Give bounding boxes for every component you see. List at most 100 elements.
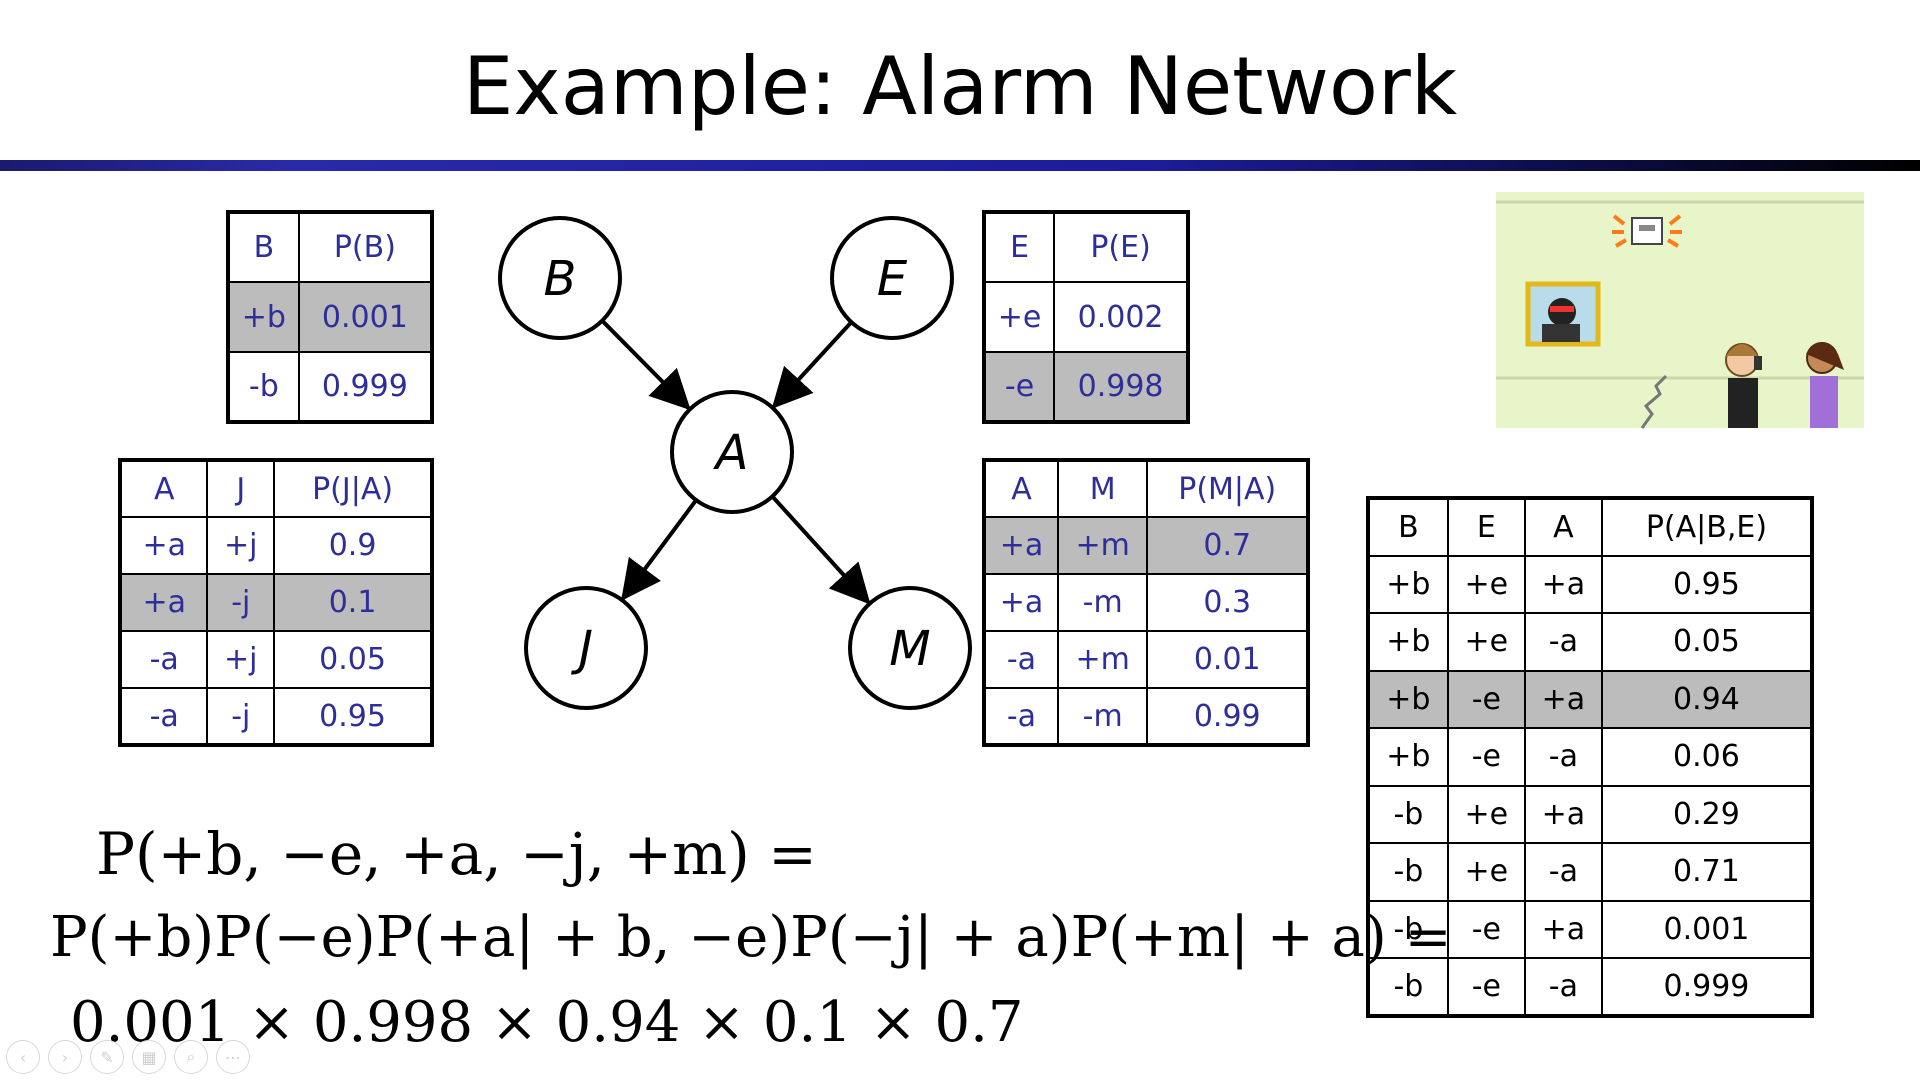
table-cell: -e (982, 351, 1056, 423)
slides-icon[interactable]: ▦ (132, 1040, 166, 1074)
table-cell: 0.999 (297, 351, 434, 423)
table-cell: -e (1446, 957, 1526, 1017)
table-cell: +m (1056, 630, 1149, 689)
node-label: M (889, 621, 930, 677)
table-cell: 0.7 (1146, 516, 1309, 575)
table-cell: +j (206, 630, 276, 689)
table-cell: -b (227, 351, 300, 423)
person-2 (1806, 342, 1844, 428)
node-m: M (848, 586, 972, 710)
table-cell: 0.999 (1600, 957, 1814, 1017)
table-cell: +a (1523, 669, 1603, 729)
table-header-cell: P(M|A) (1146, 459, 1309, 518)
alarm-illustration (1496, 192, 1864, 429)
table-cell: 0.99 (1146, 687, 1309, 746)
prev-icon[interactable]: ‹ (6, 1040, 40, 1074)
table-cell: 0.9 (273, 516, 433, 575)
table-header-cell: P(J|A) (273, 459, 433, 518)
table-cell: -b (1367, 957, 1449, 1017)
table-cell: 0.01 (1146, 630, 1309, 689)
table-cell: -m (1056, 573, 1149, 632)
table-cell: +e (1446, 784, 1526, 844)
window-burglar (1525, 281, 1601, 347)
edge-a-j (621, 498, 698, 601)
more-icon[interactable]: ⋯ (216, 1040, 250, 1074)
table-header-cell: B (1367, 497, 1449, 557)
table-cell: +e (1446, 612, 1526, 672)
node-label: E (877, 251, 908, 307)
table-cell: -b (1367, 842, 1449, 902)
table-cell: 0.95 (273, 687, 433, 746)
table-header-cell: E (1446, 497, 1526, 557)
floor-crack (1640, 374, 1668, 429)
table-header-cell: A (118, 459, 209, 518)
table-cell: +b (1367, 612, 1449, 672)
table-cell: +e (982, 281, 1056, 353)
edge-e-a (771, 320, 853, 409)
table-cell: +b (227, 281, 300, 353)
edge-a-m (770, 495, 871, 605)
table-cell: -j (206, 687, 276, 746)
zoom-icon[interactable]: ⌕ (174, 1040, 208, 1074)
table-header-cell: E (982, 211, 1056, 283)
formula-line-2: P(+b)P(−e)P(+a| + b, −e)P(−j| + a)P(+m| … (50, 905, 1452, 970)
table-cell: +e (1446, 554, 1526, 614)
table-cell: -m (1056, 687, 1149, 746)
table-cell: +b (1367, 727, 1449, 787)
table-header-cell: P(E) (1053, 211, 1189, 283)
table-cell: -b (1367, 899, 1449, 959)
slide-title: Example: Alarm Network (462, 40, 1458, 133)
table-cell: +a (118, 516, 209, 575)
node-e: E (830, 216, 954, 340)
presentation-toolbar: ‹ › ✎ ▦ ⌕ ⋯ (6, 1040, 250, 1076)
table-cell: -e (1446, 727, 1526, 787)
table-cell: +j (206, 516, 276, 575)
table-cell: 0.05 (1600, 612, 1814, 672)
table-cell: -e (1446, 669, 1526, 729)
title-rule (0, 160, 1920, 171)
alarm-icon (1612, 214, 1682, 248)
table-cell: -a (983, 687, 1059, 746)
table-cell: -b (1367, 784, 1449, 844)
table-cell: +b (1367, 554, 1449, 614)
table-cell: 0.998 (1053, 351, 1189, 423)
table-cell: 0.1 (273, 573, 433, 632)
table-header-cell: A (983, 459, 1059, 518)
pen-icon[interactable]: ✎ (90, 1040, 124, 1074)
table-cell: -a (1523, 727, 1603, 787)
table-cell: +b (1367, 669, 1449, 729)
table-cell: +a (983, 516, 1059, 575)
table-cell: +a (1523, 784, 1603, 844)
person-1 (1725, 343, 1762, 428)
node-label: A (713, 425, 749, 481)
table-cell: -a (1523, 842, 1603, 902)
table-cell: +a (1523, 899, 1603, 959)
table-cell: 0.94 (1600, 669, 1814, 729)
next-icon[interactable]: › (48, 1040, 82, 1074)
